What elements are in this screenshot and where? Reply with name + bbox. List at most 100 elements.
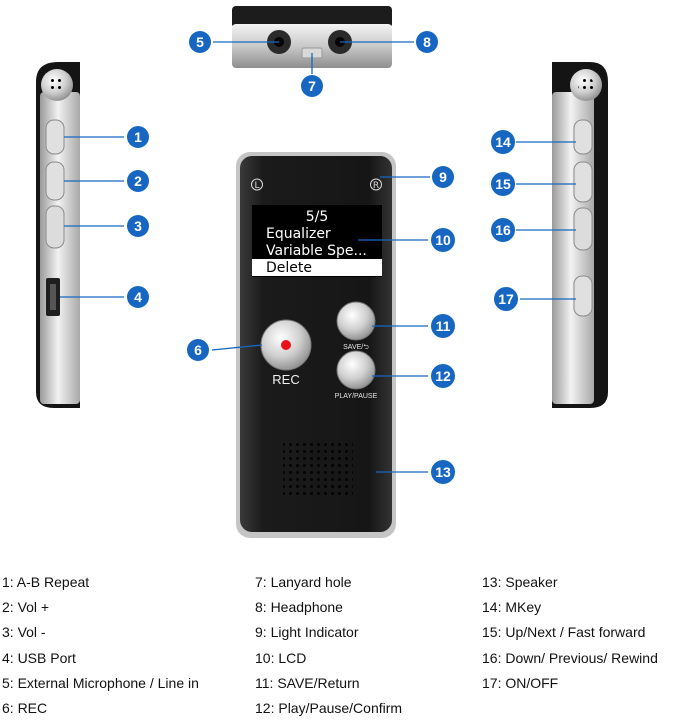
left-side-view bbox=[36, 62, 80, 408]
callout-6: 6 bbox=[187, 339, 209, 361]
callout-1-circle bbox=[127, 126, 149, 148]
callout-8-number: 8 bbox=[423, 34, 431, 50]
save-return-button[interactable] bbox=[336, 301, 376, 341]
callout-13-number: 13 bbox=[435, 464, 451, 480]
callout-5: 5 bbox=[189, 31, 211, 53]
callout-13-circle bbox=[431, 460, 455, 484]
callout-7: 7 bbox=[301, 75, 323, 97]
callout-2-circle bbox=[127, 170, 149, 192]
rec-label: REC bbox=[272, 372, 299, 387]
usb-port-inner bbox=[50, 284, 56, 310]
recorder-diagram: L R 5/5 Equalizer Variable Spe... Delete… bbox=[36, 6, 608, 538]
callout-9-number: 9 bbox=[439, 169, 447, 185]
lcd-selection-highlight bbox=[252, 259, 382, 276]
callout-8-circle bbox=[416, 31, 438, 53]
callout-1: 1 bbox=[127, 126, 149, 148]
callout-2: 2 bbox=[127, 170, 149, 192]
callout-3-number: 3 bbox=[134, 218, 142, 234]
left-indicator: L bbox=[254, 181, 259, 191]
callout-11-circle bbox=[431, 314, 455, 338]
legend-item: 8: Headphone bbox=[255, 599, 343, 616]
callout-15-circle bbox=[491, 172, 515, 196]
callout-9: 9 bbox=[432, 166, 454, 188]
callout-15-number: 15 bbox=[495, 176, 511, 192]
callout-12-circle bbox=[431, 364, 455, 388]
callout-10: 10 bbox=[431, 228, 455, 252]
callout-17: 17 bbox=[494, 287, 518, 311]
callout-14-number: 14 bbox=[495, 134, 511, 150]
legend-item: 4: USB Port bbox=[2, 649, 76, 666]
legend-item: 10: LCD bbox=[255, 649, 307, 666]
ab-repeat-button[interactable] bbox=[45, 119, 65, 155]
play-pause-button[interactable] bbox=[336, 350, 376, 390]
legend-item: 6: REC bbox=[2, 699, 48, 716]
legend-item: 14: MKey bbox=[482, 599, 542, 616]
lcd-page-indicator: 5/5 bbox=[306, 209, 329, 225]
lcd-line-1: Equalizer bbox=[266, 226, 331, 242]
callout-4: 4 bbox=[127, 286, 149, 308]
legend-item: 16: Down/ Previous/ Rewind bbox=[482, 649, 658, 666]
callout-5-circle bbox=[189, 31, 211, 53]
callout-17-number: 17 bbox=[498, 291, 514, 307]
vol-up-button[interactable] bbox=[45, 161, 65, 201]
vol-down-button[interactable] bbox=[45, 205, 65, 249]
callout-6-number: 6 bbox=[194, 342, 202, 358]
callout-9-circle bbox=[432, 166, 454, 188]
legend-item: 3: Vol - bbox=[2, 624, 46, 641]
callout-7-circle bbox=[301, 75, 323, 97]
leader-6 bbox=[211, 344, 263, 351]
callout-3-circle bbox=[127, 215, 149, 237]
legend-item: 9: Light Indicator bbox=[255, 624, 359, 641]
callout-7-number: 7 bbox=[308, 78, 316, 94]
callout-badges: 1 2 3 4 5 6 7 8 9 10 11 12 13 14 15 16 1… bbox=[127, 31, 518, 484]
callout-17-circle bbox=[494, 287, 518, 311]
speaker-grill bbox=[283, 440, 353, 496]
callout-6-circle bbox=[187, 339, 209, 361]
lcd-line-2: Variable Spe... bbox=[266, 243, 367, 259]
legend-item: 15: Up/Next / Fast forward bbox=[482, 624, 646, 641]
legend-item: 2: Vol + bbox=[2, 599, 50, 616]
legend-column-2: 7: Lanyard hole 8: Headphone 9: Light In… bbox=[255, 570, 402, 721]
callout-leaders bbox=[60, 41, 576, 473]
right-indicator-ring bbox=[370, 178, 382, 191]
down-previous-button[interactable] bbox=[573, 207, 593, 251]
front-view: L R 5/5 Equalizer Variable Spe... Delete… bbox=[236, 152, 396, 538]
callout-14-circle bbox=[491, 130, 515, 154]
callout-2-number: 2 bbox=[134, 173, 142, 189]
callout-16-number: 16 bbox=[495, 222, 511, 238]
on-off-switch[interactable] bbox=[573, 275, 593, 317]
legend-column-1: 1: A-B Repeat 2: Vol + 3: Vol - 4: USB P… bbox=[2, 570, 199, 721]
rec-dot bbox=[281, 340, 291, 350]
legend: 1: A-B Repeat 2: Vol + 3: Vol - 4: USB P… bbox=[0, 570, 678, 720]
legend-item: 13: Speaker bbox=[482, 574, 558, 590]
legend-item: 12: Play/Pause/Confirm bbox=[255, 699, 403, 716]
legend-column-3: 13: Speaker 14: MKey 15: Up/Next / Fast … bbox=[482, 570, 658, 696]
play-label: PLAY/PAUSE bbox=[335, 393, 378, 400]
callout-3: 3 bbox=[127, 215, 149, 237]
callout-15: 15 bbox=[491, 172, 515, 196]
mkey-button[interactable] bbox=[573, 119, 593, 155]
lcd-line-3: Delete bbox=[266, 260, 312, 276]
callout-4-circle bbox=[127, 286, 149, 308]
top-view-body-shell bbox=[232, 6, 392, 28]
callout-16-circle bbox=[491, 218, 515, 242]
callout-13: 13 bbox=[431, 460, 455, 484]
callout-10-number: 10 bbox=[435, 232, 451, 248]
left-mic-holes bbox=[49, 77, 65, 93]
legend-item: 5: External Microphone / Line in bbox=[2, 674, 199, 691]
legend-item: 7: Lanyard hole bbox=[255, 574, 352, 590]
legend-item: 1: A-B Repeat bbox=[2, 574, 90, 590]
right-mic-holes bbox=[578, 77, 594, 93]
up-next-button[interactable] bbox=[573, 161, 593, 203]
save-label: SAVE/⮌ bbox=[343, 343, 369, 351]
callout-12: 12 bbox=[431, 364, 455, 388]
callout-10-circle bbox=[431, 228, 455, 252]
callout-11-number: 11 bbox=[436, 318, 451, 334]
legend-item: 11: SAVE/Return bbox=[255, 674, 360, 691]
callout-4-number: 4 bbox=[134, 289, 142, 305]
right-side-view bbox=[552, 62, 608, 408]
callout-11: 11 bbox=[431, 314, 455, 338]
callout-1-number: 1 bbox=[134, 129, 142, 145]
callout-16: 16 bbox=[491, 218, 515, 242]
legend-item: 17: ON/OFF bbox=[482, 674, 559, 691]
